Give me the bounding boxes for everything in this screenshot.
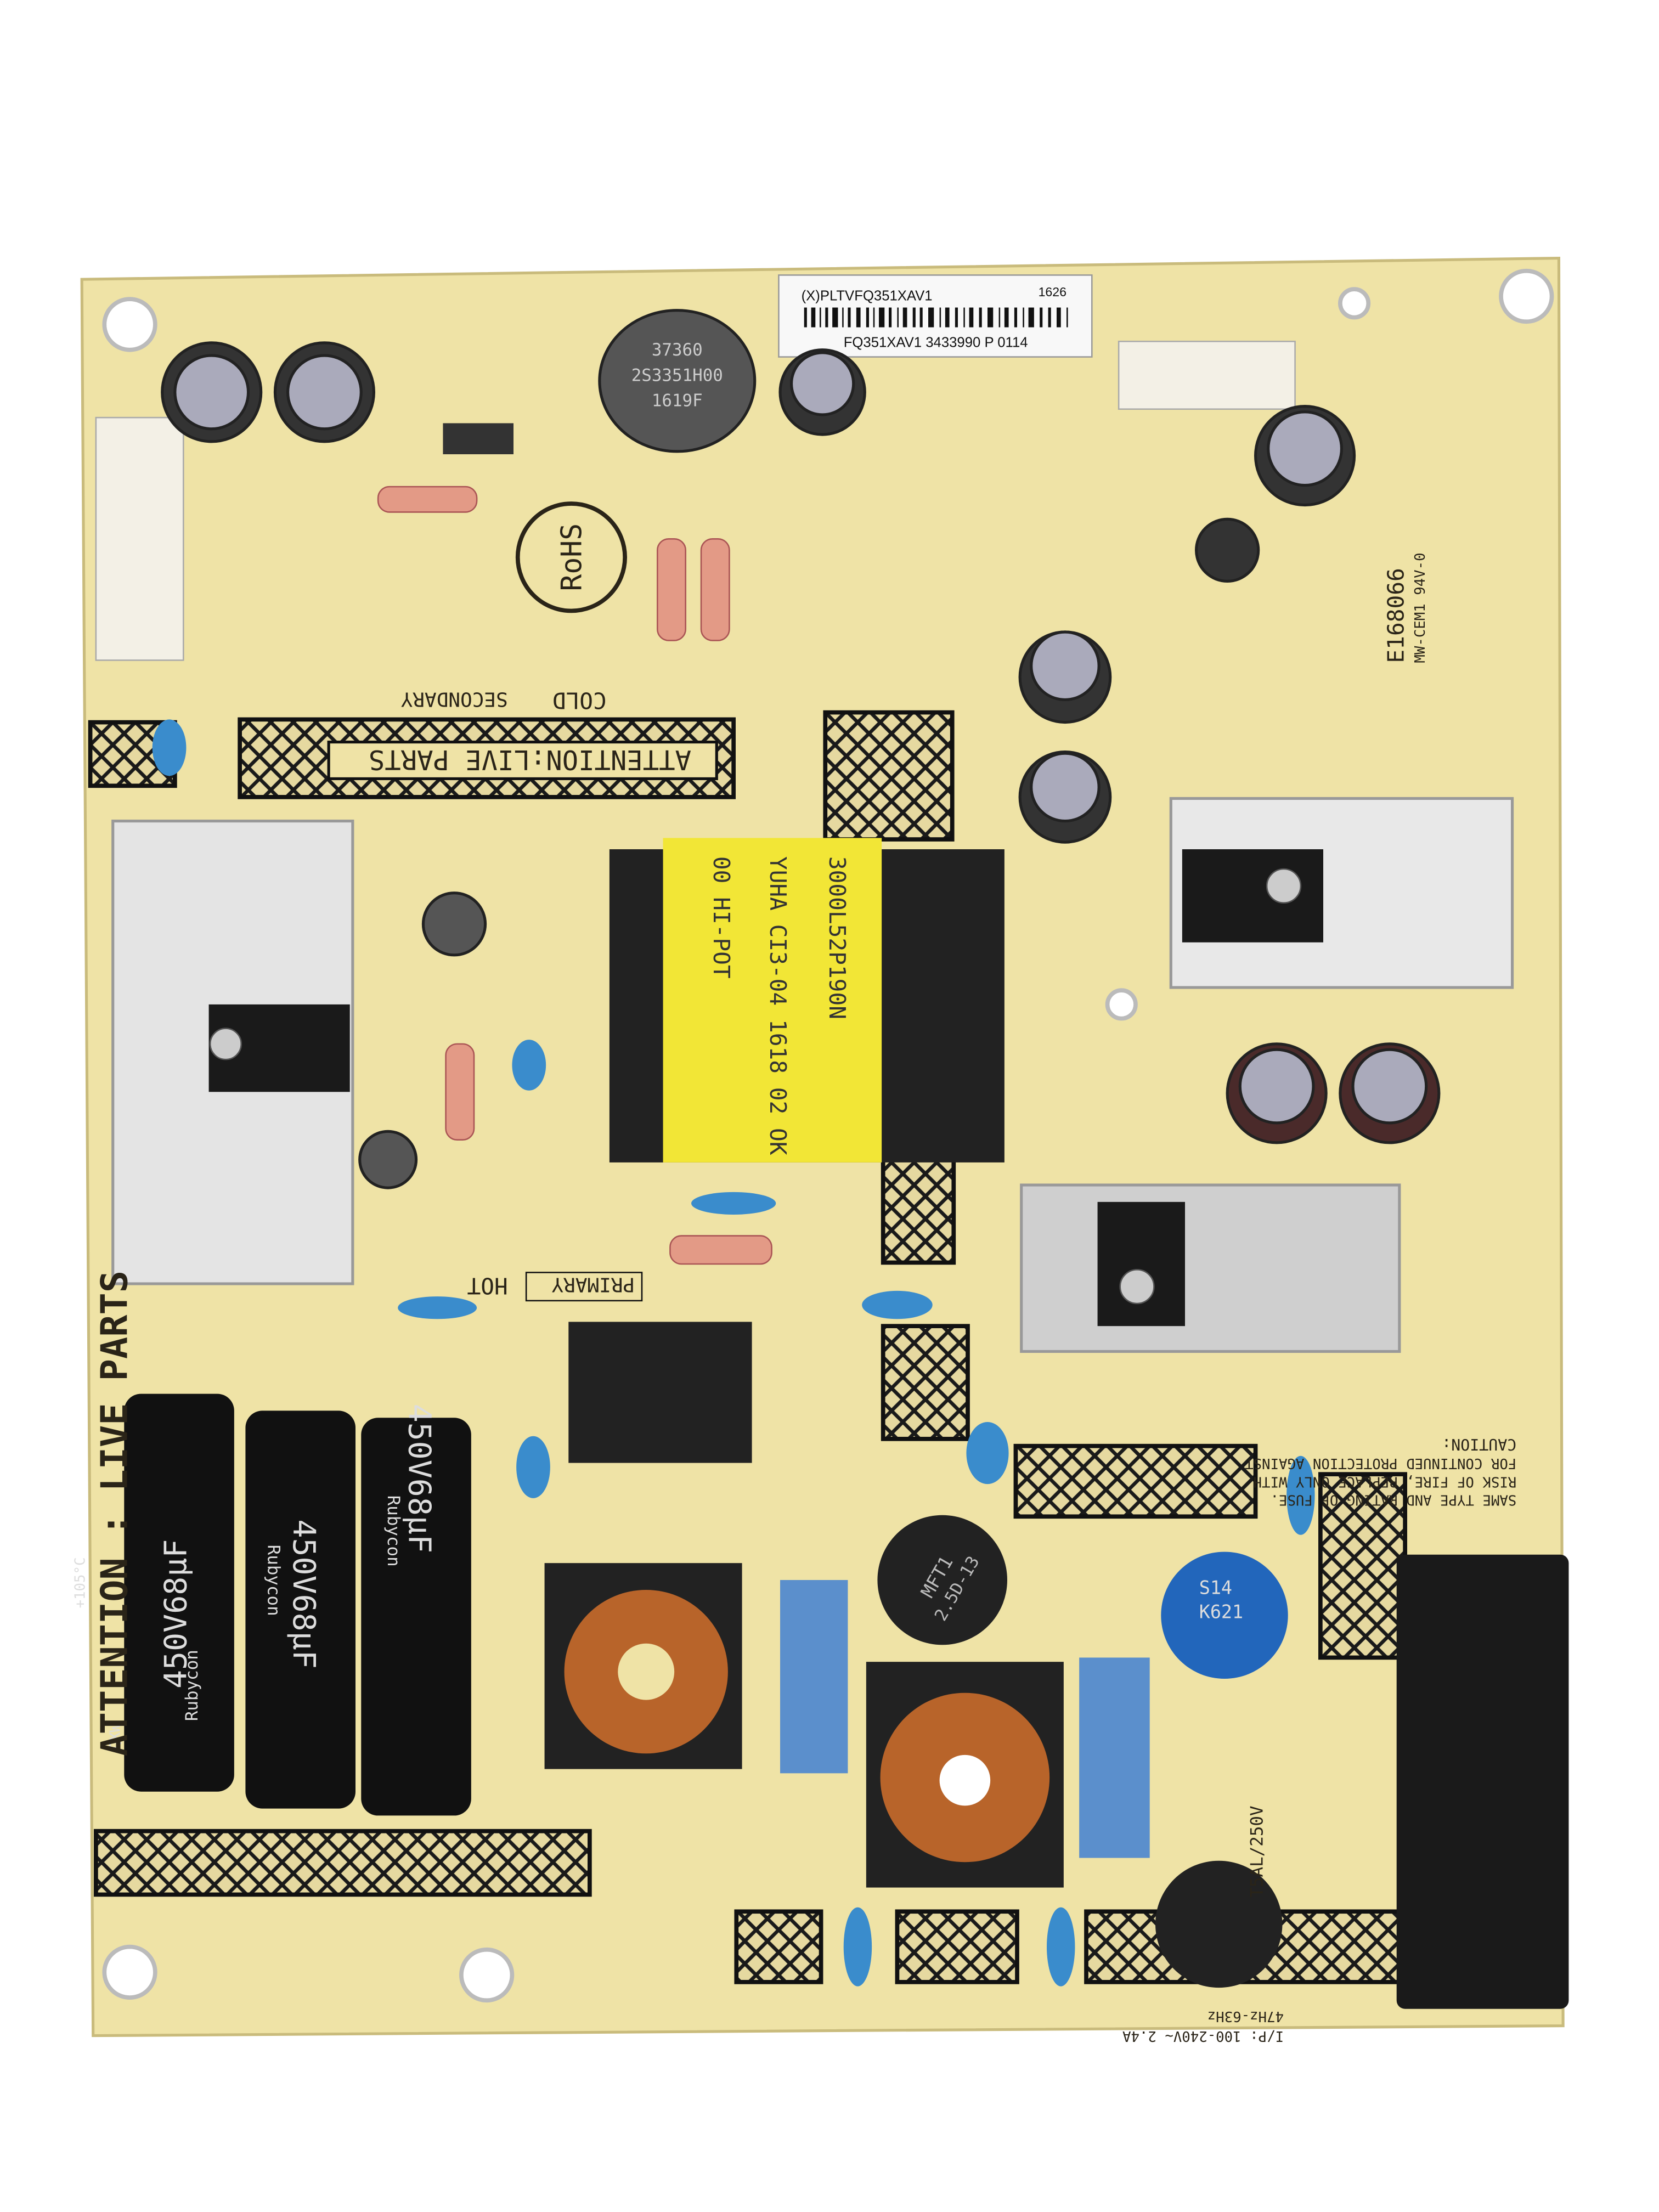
cold-marking: COLD: [552, 687, 607, 714]
input-rating: I/P: 100-240V~ 2.4A: [1122, 2028, 1284, 2044]
svg-text:+105°C: +105°C: [72, 1558, 88, 1609]
label-date-code: 1626: [1039, 285, 1066, 299]
svg-text:FOR CONTINUED PROTECTION AGAIN: FOR CONTINUED PROTECTION AGAINST: [1245, 1455, 1516, 1471]
electrolytic-capacitors: [161, 341, 1441, 1189]
svg-text:Rubycon: Rubycon: [264, 1545, 284, 1616]
svg-text:QXW: QXW: [108, 1724, 124, 1750]
fuse-rating: T5AL/250V: [1247, 1805, 1267, 1897]
svg-text:Rubycon: Rubycon: [182, 1650, 202, 1721]
screw-icons: [209, 868, 1302, 1305]
resistors: [377, 486, 772, 1265]
caution-notice: SAME TYPE AND RATING OF FUSE. RISK OF FI…: [1245, 1435, 1516, 1508]
hot-marking: HOT: [467, 1273, 507, 1299]
label-model: (X)PLTVFQ351XAV1: [802, 289, 933, 304]
ul-material: MW-CEM1 94V-0: [1412, 552, 1429, 663]
mounting-holes: [102, 268, 1554, 2003]
x-capacitors: [780, 1580, 1150, 1858]
led-connector: [95, 416, 184, 661]
svg-text:S14: S14: [1199, 1577, 1232, 1599]
svg-text:450V68µF: 450V68µF: [157, 1539, 194, 1689]
attention-live-parts-top: ATTENTION:LIVE PARTS: [369, 744, 691, 775]
svg-text:Rubycon: Rubycon: [383, 1496, 403, 1567]
svg-text:450V68µF: 450V68µF: [402, 1404, 438, 1553]
output-connector: [1118, 341, 1296, 410]
thermistors: MFT1 2.5D-13: [877, 1515, 1283, 1988]
svg-text:2S3351H00: 2S3351H00: [631, 365, 723, 385]
primary-marking: PRIMARY: [551, 1273, 635, 1296]
svg-text:YUHA CI3-04 1618 02 OK: YUHA CI3-04 1618 02 OK: [765, 856, 791, 1155]
bridge-rectifier: [568, 1322, 752, 1463]
svg-text:RoHS: RoHS: [555, 523, 588, 591]
svg-text:37360: 37360: [652, 340, 703, 360]
common-mode-chokes: [544, 1563, 1064, 1888]
attention-live-parts-side: ATTENTION : LIVE PARTS: [93, 1271, 136, 1756]
secondary-marking: SECONDARY: [400, 688, 507, 710]
svg-text:K621: K621: [1199, 1601, 1243, 1622]
pfc-inductor: 37360 2S3351H00 1619F: [598, 309, 757, 453]
svg-text:SAME TYPE AND RATING OF FUSE.: SAME TYPE AND RATING OF FUSE.: [1271, 1492, 1517, 1508]
svg-text:3000L52P190N: 3000L52P190N: [824, 856, 850, 1019]
label-serial: FQ351XAV1 3433990 P 0114: [844, 335, 1028, 351]
ul-code: E168066: [1383, 568, 1409, 663]
main-transformer: 3000L52P190N YUHA CI3-04 1618 02 OK 00 H…: [609, 838, 1005, 1163]
svg-text:1619F: 1619F: [652, 391, 703, 411]
ac-inlet-connector: [1396, 1554, 1569, 2009]
rohs-mark: RoHS: [515, 501, 628, 613]
svg-text:00 HI-POT: 00 HI-POT: [708, 856, 735, 979]
barcode-label: (X)PLTVFQ351XAV1 1626 FQ351XAV1 3433990 …: [778, 274, 1093, 358]
varistor: S14 K621: [1161, 1551, 1288, 1679]
svg-text:CAUTION:: CAUTION:: [1442, 1435, 1516, 1453]
ceramic-capacitors: [152, 719, 1315, 1987]
input-frequency: 47Hz-63Hz: [1207, 2008, 1284, 2024]
bulk-capacitors: 450V68µF Rubycon 450V68µF Rubycon 450V68…: [72, 1393, 471, 1816]
svg-text:RISK OF FIRE, REPLACE ONLY WIT: RISK OF FIRE, REPLACE ONLY WITH: [1254, 1473, 1517, 1489]
diode: [443, 423, 514, 454]
svg-text:450V68µF: 450V68µF: [286, 1519, 322, 1668]
